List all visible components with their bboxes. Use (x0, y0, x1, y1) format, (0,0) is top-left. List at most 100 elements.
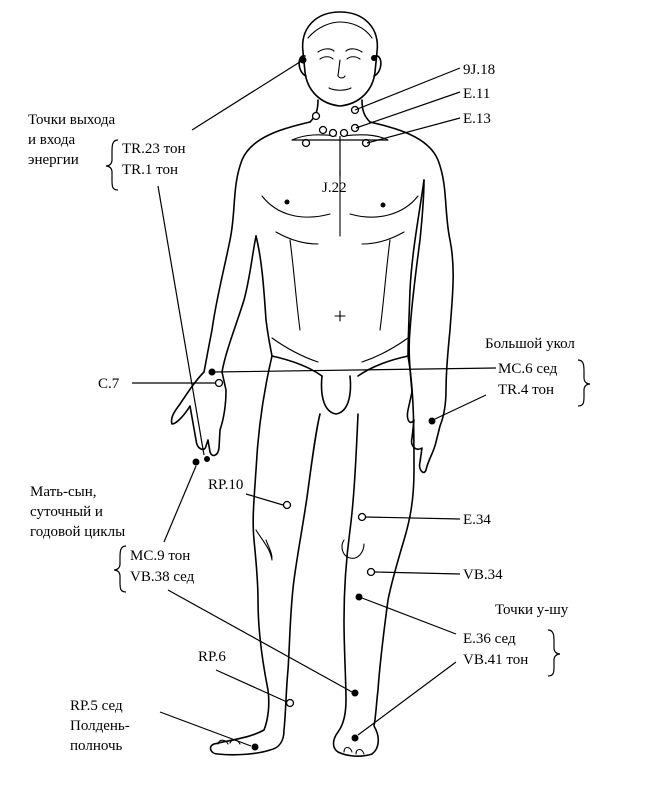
point-j22-c (339, 128, 349, 138)
leader-rp10 (245, 493, 284, 506)
label-vb41: VB.41 тон (463, 652, 528, 668)
point-tr1 (204, 456, 210, 462)
label-e36: E.36 сед (463, 631, 516, 647)
toes-right (343, 746, 365, 755)
label-big-needle: Большой укол (485, 336, 575, 352)
label-e11: E.11 (463, 86, 490, 102)
label-vb34: VB.34 (463, 567, 503, 583)
brace-e36-vb41 (547, 629, 561, 677)
label-mc6: MC.6 сед (498, 361, 558, 377)
abdomen-right (379, 239, 391, 331)
point-vb41 (351, 734, 359, 742)
ribs-right (361, 231, 405, 245)
genitals (320, 375, 352, 415)
point-vb34 (366, 567, 376, 577)
label-c7: C.7 (98, 376, 120, 392)
brace-mc6-tr4 (577, 359, 591, 407)
label-exit-entry-3: энергии (28, 152, 79, 168)
nose (337, 59, 346, 79)
label-j18: 9J.18 (463, 62, 495, 78)
eye-left (319, 56, 334, 60)
leader-vb41 (357, 661, 457, 736)
point-rp5 (251, 743, 259, 751)
neck-right (361, 99, 371, 123)
point-e34 (357, 512, 367, 522)
point-rp6 (285, 698, 295, 708)
clavicle-left (291, 134, 337, 141)
point-tr4 (428, 417, 436, 425)
leader-tr23 (191, 59, 304, 131)
leader-tr4 (434, 394, 487, 420)
leader-rp5 (159, 711, 252, 747)
leader-tr1 (157, 185, 205, 456)
label-exit-entry-1: Точки выхода (28, 112, 116, 128)
leader-e11 (355, 91, 461, 129)
point-j22-b (328, 128, 338, 138)
right-leg-outline (332, 355, 415, 757)
leader-lines (132, 59, 497, 747)
label-tr1: TR.1 тон (122, 162, 178, 178)
label-e34: E.34 (463, 512, 491, 528)
label-mother-son-2: суточный и (30, 504, 103, 520)
label-vb38: VB.38 сед (130, 569, 195, 585)
ear-left (298, 55, 307, 77)
label-j22: J.22 (322, 180, 347, 196)
point-e36 (355, 593, 363, 601)
brace-mc9-vb38 (113, 545, 127, 593)
chest-left (261, 195, 331, 218)
navel (334, 310, 346, 322)
point-e11-left (311, 111, 321, 121)
torso-left (255, 235, 273, 357)
brow-right (345, 48, 363, 53)
ribs-left (275, 231, 319, 245)
hair-line (307, 21, 373, 39)
point-mc6 (208, 368, 216, 376)
pelvis-right (361, 337, 409, 363)
groin-line (271, 355, 409, 377)
label-rp6: RP.6 (198, 649, 226, 665)
leader-e34 (365, 516, 461, 520)
pelvis-left (271, 337, 319, 363)
mouth (328, 87, 352, 91)
knee-right (341, 539, 365, 559)
label-tr23: TR.23 тон (122, 141, 186, 157)
label-exit-entry-2: и входа (28, 132, 75, 148)
left-arm-outline (170, 121, 311, 457)
chest-right (349, 195, 419, 218)
point-c7 (214, 378, 224, 388)
nipple-left (284, 199, 290, 205)
ear-right (373, 55, 382, 77)
labels: 9J.18 E.11 E.13 Точки выхода и входа эне… (28, 62, 575, 754)
knee-left (255, 529, 273, 561)
nipple-right (380, 202, 386, 208)
points (192, 55, 436, 751)
leader-mc6 (213, 367, 497, 373)
abdomen-left (289, 239, 301, 331)
label-rp5-3: полночь (70, 738, 122, 754)
point-rp10 (282, 500, 292, 510)
point-mc9 (192, 458, 200, 466)
left-leg-outline (209, 355, 321, 756)
head-outline (301, 11, 379, 107)
leader-rp6 (215, 669, 288, 703)
leader-vb38 (167, 589, 353, 693)
brace-tr23-tr1 (105, 139, 119, 191)
label-rp5-1: RP.5 сед (70, 698, 123, 714)
right-arm-outline (369, 121, 454, 474)
point-e11-right (350, 123, 360, 133)
label-rp5-2: Полдень- (70, 718, 130, 734)
label-mother-son-1: Мать-сын, (30, 484, 97, 500)
point-vb38 (351, 689, 359, 697)
label-mc9: MC.9 тон (130, 548, 190, 564)
label-mother-son-3: годовой циклы (30, 524, 125, 540)
leader-e36 (361, 597, 457, 635)
leader-vb34 (374, 571, 461, 575)
leader-j18 (354, 67, 461, 111)
braces (105, 139, 591, 677)
label-tr4: TR.4 тон (498, 382, 554, 398)
eye-right (346, 56, 361, 60)
label-rp10: RP.10 (208, 477, 243, 493)
body-outline (170, 11, 454, 757)
